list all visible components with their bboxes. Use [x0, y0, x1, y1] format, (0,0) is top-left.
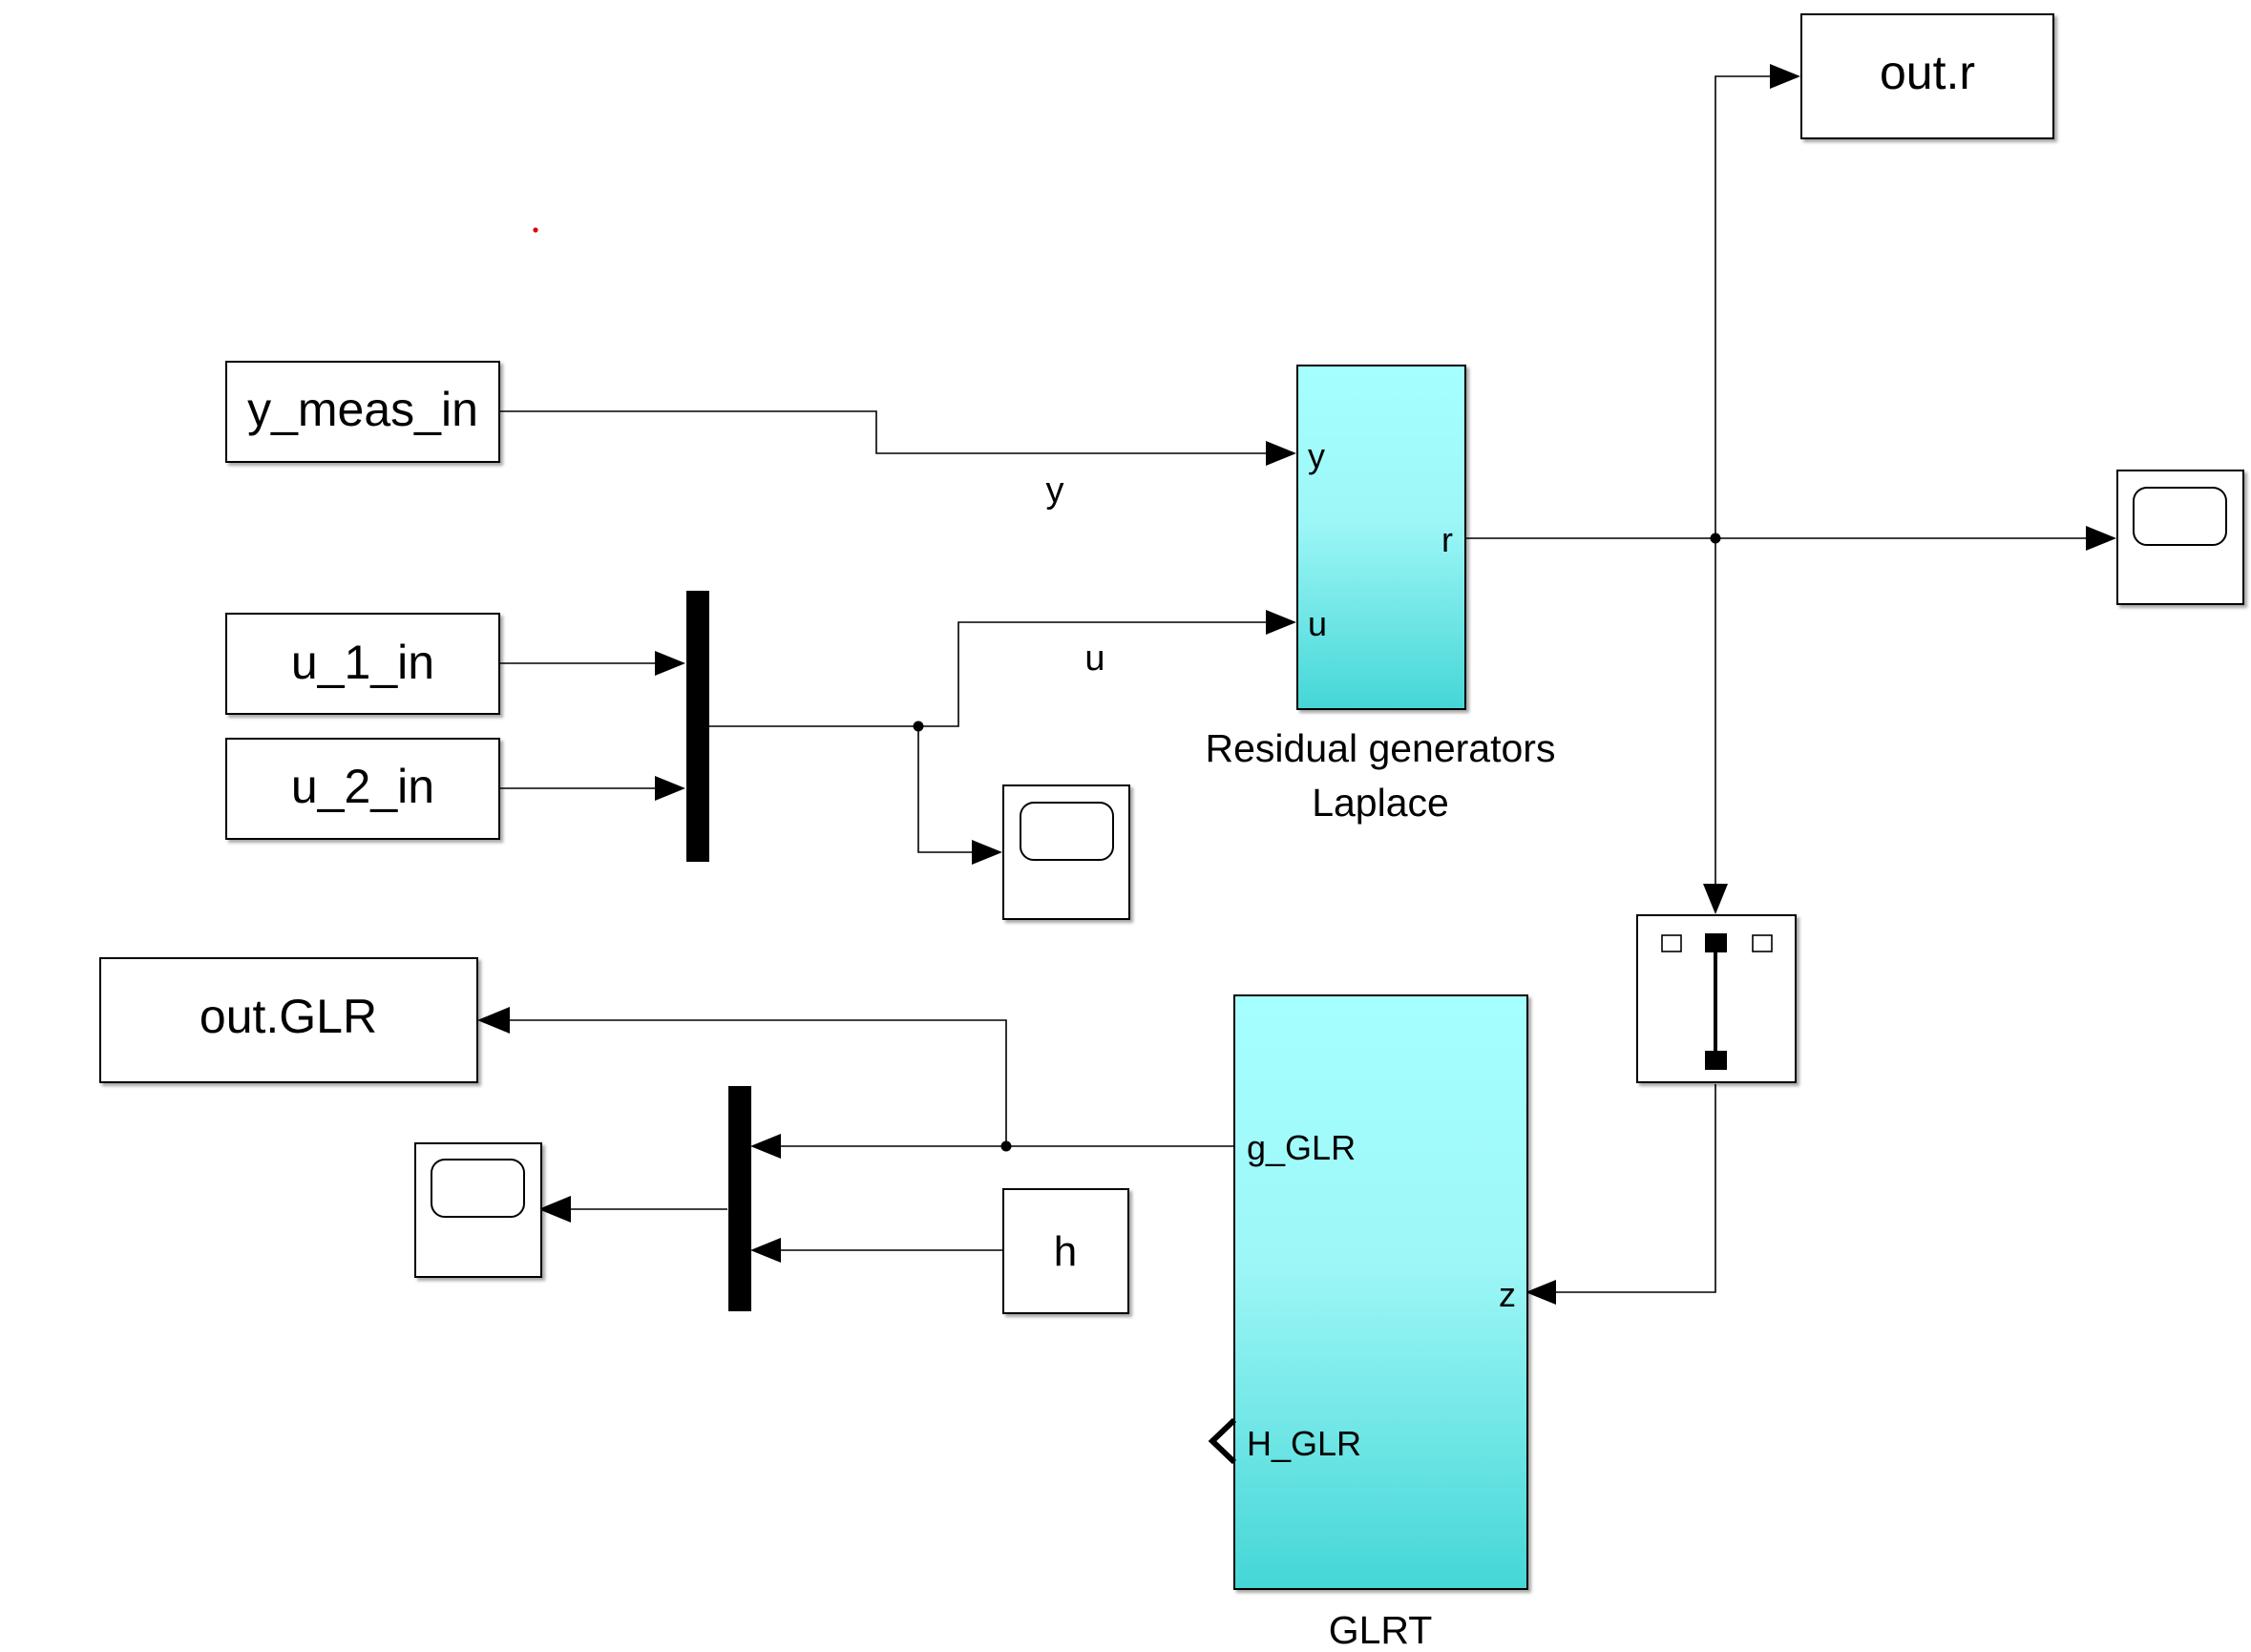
arrowhead: [655, 776, 685, 801]
wire-z[interactable]: [1556, 1084, 1716, 1293]
block-h-label: h: [1054, 1228, 1077, 1275]
residual-port-y: y: [1308, 436, 1325, 475]
wire-u-scope[interactable]: [917, 726, 972, 853]
block-u-2-in-label: u_2_in: [291, 760, 434, 813]
glrt-trigger-port-icon[interactable]: [1208, 1417, 1237, 1465]
scope-r[interactable]: [2116, 470, 2244, 605]
signal-label-u: u: [1084, 638, 1104, 679]
subsystem-glrt[interactable]: [1233, 994, 1528, 1590]
wire-u[interactable]: [708, 621, 1266, 727]
arrowhead: [2086, 526, 2116, 551]
block-out-r-label: out.r: [1880, 46, 1975, 99]
arrowhead: [538, 1196, 571, 1223]
arrowhead: [1703, 884, 1728, 914]
block-h[interactable]: [1002, 1188, 1129, 1314]
scope-u[interactable]: [1002, 784, 1130, 920]
arrowheads: [477, 64, 2116, 1305]
block-u-1-in[interactable]: [225, 613, 500, 715]
scope-icon: [1020, 802, 1114, 861]
glrt-title: GLRT: [1329, 1608, 1433, 1652]
block-y-meas-in[interactable]: [225, 361, 500, 463]
arrowhead: [1266, 441, 1296, 466]
scope-glr[interactable]: [414, 1142, 542, 1278]
block-u-1-in-label: u_1_in: [291, 636, 434, 689]
arrowhead: [1770, 64, 1800, 89]
selector-block[interactable]: [1636, 914, 1797, 1083]
residual-port-u: u: [1308, 604, 1327, 643]
arrowhead: [750, 1134, 781, 1159]
wire-g-out[interactable]: [510, 1019, 1007, 1146]
residual-title-line1: Residual generators: [1206, 726, 1556, 770]
block-out-glr[interactable]: [99, 957, 478, 1083]
mux-bar[interactable]: [728, 1086, 751, 1311]
arrowhead: [1525, 1280, 1556, 1305]
arrowhead: [972, 840, 1002, 865]
wire-y[interactable]: [500, 410, 1266, 454]
residual-port-r: r: [1441, 520, 1453, 559]
arrowhead: [1266, 610, 1296, 635]
junctions: [913, 533, 1721, 1152]
junction-dot: [913, 721, 924, 732]
arrowhead: [655, 651, 685, 676]
glrt-port-h: H_GLR: [1247, 1424, 1361, 1463]
junction-dot: [1000, 1140, 1012, 1152]
scope-icon: [2133, 487, 2227, 546]
scope-icon: [431, 1159, 525, 1218]
block-out-glr-label: out.GLR: [200, 990, 377, 1043]
arrowhead: [477, 1007, 510, 1034]
signal-label-y: y: [1046, 471, 1064, 511]
residual-title-line2: Laplace: [1312, 781, 1449, 825]
block-y-meas-in-label: y_meas_in: [247, 383, 478, 436]
block-u-2-in[interactable]: [225, 738, 500, 840]
arrowhead: [750, 1238, 781, 1263]
subsystem-residual-generators[interactable]: [1296, 365, 1466, 710]
wire-r-out[interactable]: [1715, 75, 1770, 538]
junction-dot: [1710, 533, 1721, 544]
glrt-port-g: g_GLR: [1247, 1128, 1356, 1167]
block-out-r[interactable]: [1800, 13, 2054, 139]
glrt-port-z: z: [1499, 1275, 1516, 1314]
mux-bar[interactable]: [686, 591, 709, 862]
selector-icon: [1661, 933, 1773, 1070]
marker-dot: [533, 227, 538, 233]
signal-lines: [500, 75, 2086, 1293]
